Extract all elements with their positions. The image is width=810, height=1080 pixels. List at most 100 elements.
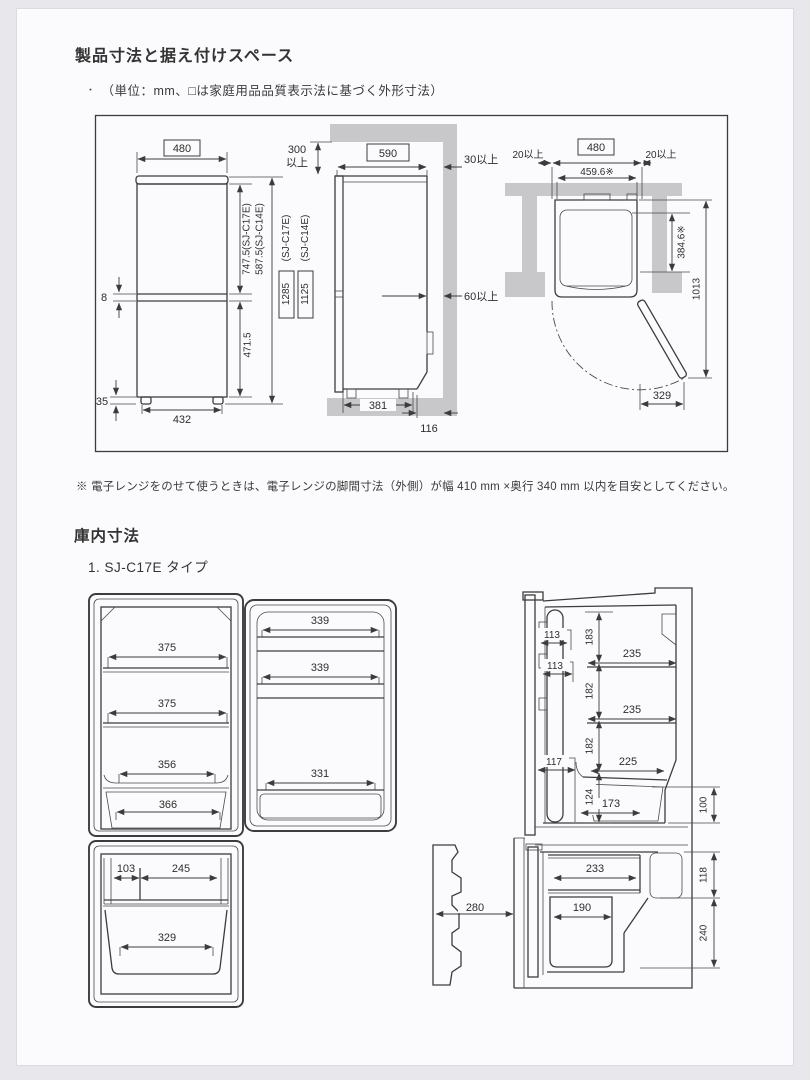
lower-height-label: 471.5: [243, 332, 254, 357]
top-width-label: 480: [587, 142, 605, 154]
alcove-left-foot: [505, 272, 545, 297]
base-depth-label: 381: [369, 400, 387, 412]
sec-case-label: 173: [602, 798, 620, 810]
vegetable-case: [105, 791, 227, 829]
bullet-icon: ・: [86, 85, 96, 95]
door-outline: [244, 599, 397, 832]
open-freezer-door-profile: [432, 844, 462, 986]
door-swing-arc: [551, 300, 685, 391]
page-title: 製品寸法と据え付けスペース: [75, 48, 295, 65]
shelf3-label: 356: [158, 759, 176, 771]
sec-fzh2-label: 240: [699, 924, 710, 941]
section-basket: [549, 896, 613, 968]
sec-tray-label: 233: [586, 863, 604, 875]
freezer-basket: [104, 909, 228, 975]
top-width-box: [577, 138, 615, 156]
side-foot-front: [346, 388, 357, 399]
unit-note: （単位：mm、□は家庭用品品質表示法に基づく外形寸法）: [101, 84, 444, 98]
sec-front-height-label: 100: [699, 796, 710, 813]
alcove-left-wall: [522, 196, 537, 272]
top-view-diagram: 480 20以上 20以上 459.6※ 384.6※ 1013 329: [505, 138, 712, 410]
shelf1-label: 375: [158, 642, 176, 654]
fridge-top-outline: [554, 199, 638, 298]
rear-spacer: [426, 331, 434, 355]
base-span-label: 432: [173, 414, 191, 426]
top-clearance-unit: 以上: [286, 156, 308, 169]
front-depth-label: 116: [420, 423, 438, 435]
depth-label: 590: [379, 148, 397, 160]
depth-label-box: [366, 143, 410, 162]
bottom-pocket: [259, 793, 382, 819]
upper-height-c14-label: 587.5(SJ-C14E): [255, 203, 266, 275]
pocket2-label: 339: [311, 662, 329, 674]
exterior-figure-frame: [94, 114, 729, 453]
side-view-diagram: 300 以上 590 30以上 60以上 381: [286, 124, 498, 435]
back-clearance-label: 60以上: [464, 290, 498, 303]
rear-clearance-label: 30以上: [464, 153, 498, 166]
freezer-right-label: 245: [172, 863, 190, 875]
alcove-right-foot: [652, 272, 682, 293]
hinge-tab: [626, 193, 638, 201]
total-height-c14-model: (SJ-C14E): [300, 215, 311, 262]
interior-subheading: 1. SJ-C17E タイプ: [88, 560, 209, 575]
interior-heading: 庫内寸法: [74, 528, 141, 545]
freezer-basket-label: 329: [158, 932, 176, 944]
total-height-c17-box: [278, 270, 295, 319]
cooling-panel: [661, 613, 677, 646]
side-door: [334, 175, 344, 393]
sec-basket-label: 190: [573, 902, 591, 914]
front-width-label: 480: [173, 143, 191, 155]
cabinet-outline: [514, 587, 693, 989]
sec-pocket3-label: 117: [546, 757, 562, 768]
side-foot-rear: [398, 388, 409, 399]
total-height-c14-label: 1125: [300, 283, 311, 305]
sec-shelf1-label: 235: [623, 648, 641, 660]
front-view-diagram: 480 747.5(SJ-C17E) 587.5(SJ-C14E) 471.5 …: [96, 139, 314, 426]
fridge-front-body: [136, 183, 228, 398]
door-gap-label: 8: [101, 292, 107, 304]
upper-height-c17-label: 747.5(SJ-C17E): [242, 203, 253, 275]
total-height-c17-label: 1285: [281, 282, 292, 305]
case-width-label: 366: [159, 799, 177, 811]
section-freezer-door: [527, 846, 539, 978]
total-height-c17-model: (SJ-C17E): [281, 215, 292, 262]
unit-note-row: ・ （単位：mm、□は家庭用品品質表示法に基づく外形寸法）: [86, 80, 443, 99]
section-fridge-door: [524, 594, 536, 836]
sec-shelf3-label: 225: [619, 756, 637, 768]
sec-h4-label: 124: [585, 788, 596, 805]
door-swing-label: 1013: [692, 277, 703, 300]
sec-pocket1-label: 113: [544, 630, 560, 641]
top-surface: [559, 209, 633, 287]
rear-wall-shade: [330, 124, 457, 398]
interior-section-diagram: 113 113 117 183 182 182 124 235 235 225: [432, 587, 720, 989]
door-width-label: 329: [653, 390, 671, 402]
door-pocket-profile: [546, 609, 564, 823]
sec-h2-label: 182: [585, 682, 596, 699]
interior-front-diagram: 375 375 356 366 103 245: [88, 593, 244, 1008]
pocket1-label: 339: [311, 615, 329, 627]
hinge-notch: [583, 193, 611, 201]
fridge-top-cap: [135, 175, 229, 185]
sec-fzh1-label: 118: [699, 867, 710, 883]
pocket3-label: 331: [311, 768, 329, 780]
sec-shelf2-label: 235: [623, 704, 641, 716]
microwave-note: ※ 電子レンジをのせて使うときは、電子レンジの脚間寸法（外側）が幅 410 mm…: [76, 481, 735, 493]
body-depth-label: 384.6※: [677, 225, 688, 258]
clearance-right-label: 20以上: [645, 149, 676, 161]
section-door-top: [522, 591, 544, 601]
top-clearance-num: 300: [288, 144, 306, 156]
foot-height-label: 35: [96, 396, 108, 408]
interior-door-diagram: 339 339 331: [244, 599, 397, 832]
freezer-left-label: 103: [117, 863, 135, 875]
alcove-back-wall: [505, 183, 682, 196]
fridge-foot-right: [212, 396, 224, 405]
freezer-compartment-outline: [88, 840, 244, 1008]
sec-h3-label: 182: [585, 737, 596, 754]
sec-door-clearance-label: 280: [466, 902, 484, 914]
fridge-foot-left: [140, 396, 152, 405]
clearance-left-label: 20以上: [512, 149, 543, 161]
sec-pocket2-label: 113: [547, 661, 563, 672]
total-height-c14-box: [297, 270, 314, 319]
